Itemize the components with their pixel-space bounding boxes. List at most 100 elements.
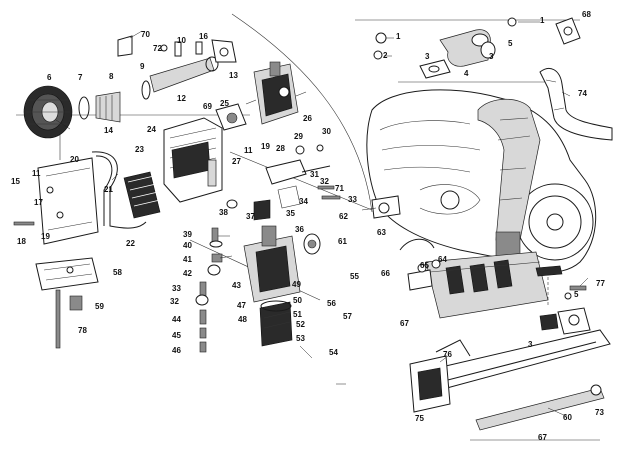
small-parts-cluster — [226, 144, 341, 221]
part-number-9: 9 — [140, 62, 145, 71]
part-number-66: 66 — [381, 269, 390, 278]
part-number-2: 2 — [383, 51, 388, 60]
part-number-61: 61 — [338, 237, 347, 246]
part-number-33: 33 — [348, 195, 357, 204]
part-number-10: 10 — [177, 36, 186, 45]
part-number-4: 4 — [464, 69, 469, 78]
part-number-64: 64 — [438, 255, 447, 264]
part-number-38: 38 — [219, 208, 228, 217]
part-number-37: 37 — [246, 212, 255, 221]
part-number-46: 46 — [172, 346, 181, 355]
bracket-group — [13, 151, 161, 245]
part-number-74: 74 — [578, 89, 587, 98]
part-number-16: 16 — [199, 32, 208, 41]
airbox-group — [163, 103, 247, 203]
part-number-67: 67 — [538, 433, 547, 442]
part-number-77: 77 — [596, 279, 605, 288]
part-number-24: 24 — [147, 125, 156, 134]
part-number-51: 51 — [293, 310, 302, 319]
part-number-78: 78 — [78, 326, 87, 335]
part-number-69: 69 — [203, 102, 212, 111]
part-number-15: 15 — [11, 177, 20, 186]
part-number-32: 32 — [320, 177, 329, 186]
part-number-49: 49 — [292, 280, 301, 289]
part-number-11: 11 — [32, 169, 41, 178]
part-number-44: 44 — [172, 315, 181, 324]
part-number-3: 3 — [425, 52, 430, 61]
part-number-35: 35 — [286, 209, 295, 218]
swing-arm-group — [409, 329, 611, 431]
part-number-26: 26 — [303, 114, 312, 123]
carburettor-upper — [245, 61, 307, 125]
part-number-62: 62 — [339, 212, 348, 221]
part-number-23: 23 — [135, 145, 144, 154]
part-number-52: 52 — [296, 320, 305, 329]
part-number-54: 54 — [329, 348, 338, 357]
part-number-67: 67 — [400, 319, 409, 328]
part-number-63: 63 — [377, 228, 386, 237]
part-number-5: 5 — [508, 39, 513, 48]
part-number-71: 71 — [335, 184, 344, 193]
part-number-36: 36 — [295, 225, 304, 234]
part-number-3: 3 — [528, 340, 533, 349]
part-number-73: 73 — [595, 408, 604, 417]
part-number-11: 11 — [244, 146, 253, 155]
part-number-42: 42 — [183, 269, 192, 278]
part-number-1: 1 — [540, 16, 545, 25]
part-number-33: 33 — [172, 284, 181, 293]
part-number-28: 28 — [276, 144, 285, 153]
part-number-48: 48 — [238, 315, 247, 324]
intake-manifold-group — [373, 17, 581, 79]
part-number-14: 14 — [104, 126, 113, 135]
air-filter-group — [23, 35, 237, 139]
muffler-group — [399, 238, 563, 319]
part-number-58: 58 — [113, 268, 122, 277]
part-number-39: 39 — [183, 230, 192, 239]
part-number-72: 72 — [153, 44, 162, 53]
fastener-column — [195, 227, 223, 353]
part-number-60: 60 — [563, 413, 572, 422]
part-number-47: 47 — [237, 301, 246, 310]
footplate-group — [35, 257, 99, 349]
part-number-3: 3 — [489, 52, 494, 61]
part-number-41: 41 — [183, 255, 192, 264]
part-number-31: 31 — [310, 170, 319, 179]
part-number-18: 18 — [17, 237, 26, 246]
part-number-75: 75 — [415, 414, 424, 423]
part-number-27: 27 — [232, 157, 241, 166]
part-number-19: 19 — [41, 232, 50, 241]
part-number-6: 6 — [47, 73, 52, 82]
exhaust-bracket — [539, 285, 591, 335]
part-number-50: 50 — [293, 296, 302, 305]
part-number-45: 45 — [172, 331, 181, 340]
part-number-68: 68 — [582, 10, 591, 19]
part-number-56: 56 — [327, 299, 336, 308]
part-number-7: 7 — [78, 73, 83, 82]
part-number-17: 17 — [34, 198, 43, 207]
part-number-5: 5 — [574, 290, 579, 299]
part-number-30: 30 — [322, 127, 331, 136]
part-number-1: 1 — [396, 32, 401, 41]
part-number-70: 70 — [141, 30, 150, 39]
part-number-12: 12 — [177, 94, 186, 103]
carburettor-body — [243, 225, 321, 347]
part-number-53: 53 — [296, 334, 305, 343]
part-number-8: 8 — [109, 72, 114, 81]
part-number-20: 20 — [70, 155, 79, 164]
part-number-65: 65 — [420, 261, 429, 270]
part-number-22: 22 — [126, 239, 135, 248]
part-number-57: 57 — [343, 312, 352, 321]
part-number-43: 43 — [232, 281, 241, 290]
callout-leaders — [55, 21, 589, 417]
part-number-40: 40 — [183, 241, 192, 250]
part-number-59: 59 — [95, 302, 104, 311]
part-number-29: 29 — [294, 132, 303, 141]
part-number-55: 55 — [350, 272, 359, 281]
part-number-25: 25 — [220, 99, 229, 108]
part-number-13: 13 — [229, 71, 238, 80]
part-number-34: 34 — [299, 197, 308, 206]
part-number-32: 32 — [170, 297, 179, 306]
part-number-19: 19 — [261, 142, 270, 151]
